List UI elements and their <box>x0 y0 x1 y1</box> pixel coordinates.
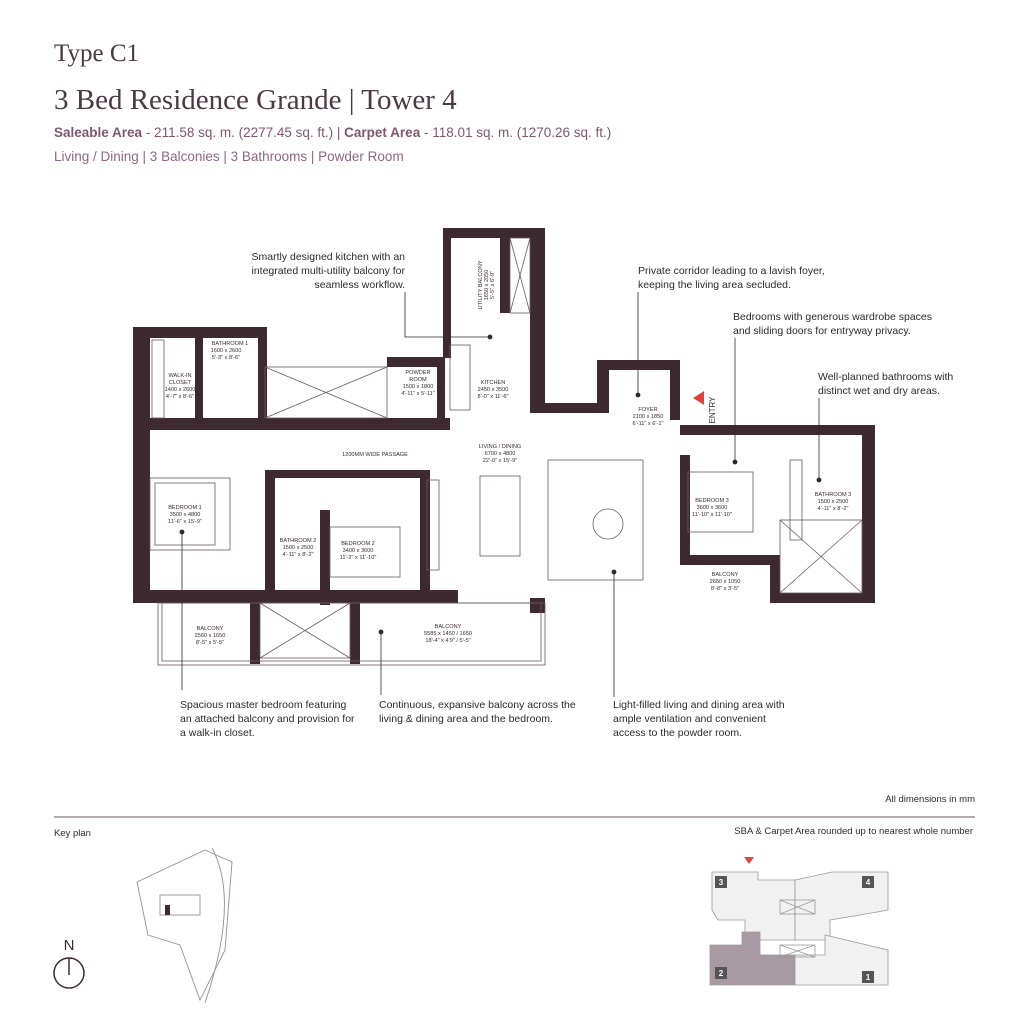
callout-leaders <box>179 292 822 697</box>
svg-text:N: N <box>64 937 75 954</box>
carpet-label: Carpet Area <box>344 125 421 140</box>
page-title: 3 Bed Residence Grande | Tower 4 <box>54 84 457 116</box>
callout-master: Spacious master bedroom featuring an att… <box>180 699 355 739</box>
unit-type: Type C1 <box>54 40 140 67</box>
saleable-label: Saleable Area <box>54 125 143 140</box>
tower-key-plan <box>709 871 889 986</box>
svg-text:1200MM WIDE PASSAGE: 1200MM WIDE PASSAGE <box>342 452 408 458</box>
site-key-plan <box>136 847 233 1004</box>
svg-text:1: 1 <box>866 973 871 982</box>
callout-bathrooms: Well-planned bathrooms with distinct wet… <box>818 371 954 397</box>
carpet-value: - 118.01 sq. m. (1270.26 sq. ft.) <box>420 125 612 140</box>
rounding-note: SBA & Carpet Area rounded up to nearest … <box>734 826 973 837</box>
callout-kitchen: Smartly designed kitchen with an integra… <box>251 251 406 291</box>
walls <box>133 228 875 664</box>
entry-arrow-icon <box>693 391 704 405</box>
fixtures <box>149 237 863 666</box>
callout-balcony: Continuous, expansive balcony across the… <box>379 699 576 725</box>
callout-living: Light-filled living and dining area with… <box>613 699 785 739</box>
svg-text:UTILITY BALCONY1650 x 20505'-5: UTILITY BALCONY1650 x 20505'-5" x 6'-9" <box>478 260 496 309</box>
svg-text:4: 4 <box>866 878 871 887</box>
saleable-value: - 211.58 sq. m. (2277.45 sq. ft.) | <box>142 125 345 140</box>
tower-4-badge <box>862 876 874 888</box>
svg-text:2: 2 <box>719 969 724 978</box>
svg-text:3: 3 <box>719 878 724 887</box>
area-summary: Saleable Area - 211.58 sq. m. (2277.45 s… <box>54 125 611 140</box>
north-compass-icon: N <box>53 937 85 989</box>
svg-text:ENTRY: ENTRY <box>708 396 717 424</box>
entry-marker-icon <box>744 857 754 864</box>
tower-badges: 1 2 3 4 <box>715 876 874 983</box>
tower-2-badge <box>715 967 727 979</box>
key-plan-label: Key plan <box>54 828 91 839</box>
tower-1-badge <box>862 971 874 983</box>
callout-corridor: Private corridor leading to a lavish foy… <box>638 265 825 291</box>
features-line: Living / Dining | 3 Balconies | 3 Bathro… <box>54 149 404 164</box>
callout-bedrooms: Bedrooms with generous wardrobe spaces a… <box>733 311 933 337</box>
tower-3-badge <box>715 876 727 888</box>
dimensions-note: All dimensions in mm <box>885 794 975 805</box>
